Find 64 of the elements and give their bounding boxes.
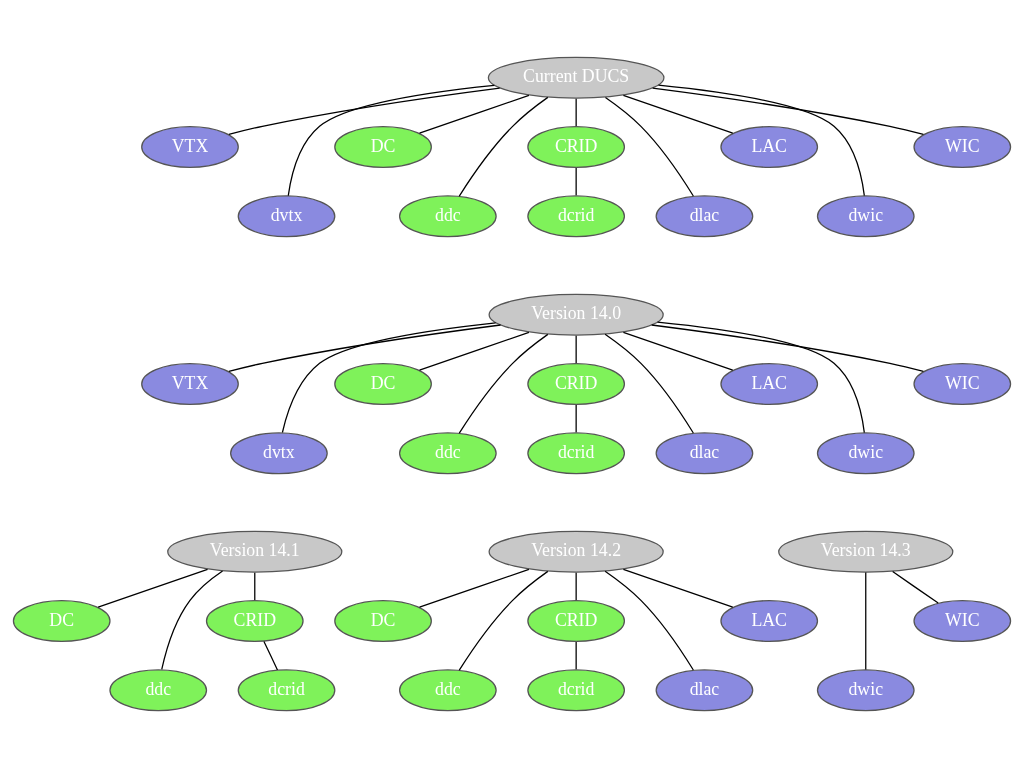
node-ellipse: dlac <box>655 432 754 475</box>
connector <box>458 333 549 434</box>
connector <box>622 94 734 134</box>
connector <box>418 94 530 134</box>
connector <box>458 570 549 671</box>
connector <box>604 96 694 197</box>
node-ellipse: LAC <box>720 363 819 405</box>
connector <box>651 324 925 373</box>
node-ellipse: DC <box>334 600 432 642</box>
node-ellipse: VTX <box>141 126 239 168</box>
connector <box>575 404 577 433</box>
node-ellipse: CRID <box>527 126 626 168</box>
node-ellipse: dwic <box>816 195 915 238</box>
connector <box>575 167 577 196</box>
connector <box>892 570 939 604</box>
connector <box>458 96 549 197</box>
connector <box>865 571 867 671</box>
connector <box>287 84 495 197</box>
connector <box>161 570 224 671</box>
node-ellipse: dcrid <box>527 669 626 712</box>
connector <box>228 87 501 136</box>
connector <box>263 640 279 671</box>
node-ellipse: dcrid <box>527 432 626 475</box>
connector <box>604 570 694 671</box>
node-ellipse: dvtx <box>230 432 328 475</box>
node-ellipse: CRID <box>205 600 304 642</box>
connector <box>575 98 577 127</box>
node-ellipse: WIC <box>913 600 1012 642</box>
connector <box>575 335 577 364</box>
node-ellipse: LAC <box>720 126 819 168</box>
connector <box>656 321 865 434</box>
connector <box>652 87 925 136</box>
node-ellipse: WIC <box>913 126 1012 168</box>
connector <box>254 572 256 601</box>
node-ellipse: LAC <box>720 600 819 642</box>
connector <box>622 568 734 608</box>
node-ellipse: dcrid <box>237 669 336 712</box>
connector <box>418 568 530 608</box>
node-ellipse: DC <box>334 126 432 168</box>
connector <box>657 84 865 197</box>
node-ellipse: VTX <box>141 363 239 405</box>
node-ellipse: DC <box>334 363 432 405</box>
node-ellipse: CRID <box>527 600 626 642</box>
node-ellipse: ddc <box>109 669 208 712</box>
node-ellipse: ddc <box>398 669 497 712</box>
node-ellipse: WIC <box>913 363 1012 405</box>
connector <box>575 641 577 670</box>
node-ellipse: dcrid <box>527 195 626 238</box>
node-ellipse: CRID <box>527 363 626 405</box>
node-ellipse: DC <box>12 600 111 642</box>
node-ellipse: dlac <box>655 669 754 712</box>
connector <box>97 568 209 608</box>
connector <box>281 322 497 434</box>
connector <box>622 331 734 371</box>
node-ellipse: dwic <box>816 432 915 475</box>
node-ellipse: dlac <box>655 195 754 238</box>
node-ellipse: ddc <box>398 432 497 475</box>
connector <box>228 324 502 373</box>
node-ellipse: dwic <box>816 669 915 712</box>
node-ellipse: dvtx <box>237 195 336 238</box>
connector <box>418 331 530 371</box>
connector <box>604 333 694 434</box>
node-ellipse: ddc <box>398 195 497 238</box>
connector <box>575 572 577 601</box>
